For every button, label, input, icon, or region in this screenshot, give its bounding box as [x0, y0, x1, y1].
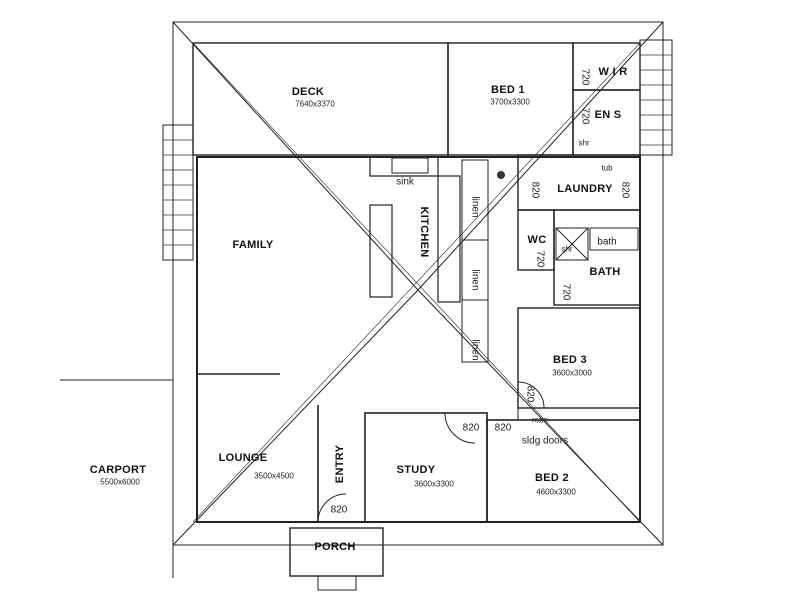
room-bed2-dim: 4600x3300	[536, 487, 576, 497]
kitchen-island	[369, 204, 393, 298]
door-bath-width: 720	[560, 283, 572, 301]
door-study-width: 820	[462, 422, 480, 434]
room-laundry-name: LAUNDRY	[557, 183, 613, 195]
linen-label-3: linen	[469, 339, 481, 361]
room-bed3-dim: 3600x3000	[552, 368, 592, 378]
bed2-walls	[486, 419, 641, 523]
door-entry-width: 820	[330, 504, 348, 516]
left-stairs	[162, 124, 194, 261]
room-lounge-name: LOUNGE	[218, 452, 268, 464]
room-carport-name: CARPORT	[89, 464, 147, 476]
ens-shower-label: shr	[578, 138, 590, 148]
kitchen-side-bench	[437, 175, 461, 303]
bath-tub-label: bath	[597, 236, 617, 248]
shower-cross	[555, 227, 589, 261]
room-bed1-name: BED 1	[491, 84, 525, 96]
entry-door-swing	[317, 493, 347, 523]
study-door-swing	[444, 412, 476, 444]
room-ens-name: EN S	[594, 109, 622, 121]
roof-hip-line	[172, 289, 419, 546]
room-carport-dim: 5500x6000	[100, 477, 140, 487]
right-stairs	[639, 39, 673, 156]
room-deck-dim: 7640x3370	[295, 99, 335, 109]
kitchen-bench	[369, 157, 439, 177]
sliding-doors-label: sldg doors	[521, 435, 569, 447]
linen-cupboard	[461, 299, 489, 363]
porch-step	[317, 575, 357, 591]
room-porch-name: PORCH	[314, 541, 356, 553]
sink-fixture	[391, 157, 429, 174]
shower	[555, 227, 589, 261]
linen-label-2: linen	[469, 269, 481, 291]
roof-hip-line	[192, 42, 641, 523]
room-study-dim: 3600x3300	[414, 479, 454, 489]
door-bed3-width: 820	[524, 385, 536, 403]
room-bath-name: BATH	[589, 266, 621, 278]
door-ens-width: 720	[579, 107, 591, 125]
room-bed1-dim: 3700x3300	[490, 97, 530, 107]
downpipe	[497, 171, 505, 179]
bed3-door-swing	[517, 381, 545, 409]
room-wir-name: W I R	[598, 66, 628, 78]
tub-label: tub	[601, 163, 613, 173]
room-bed3-name: BED 3	[553, 354, 587, 366]
bath-walls	[553, 209, 641, 306]
door-laundry-left-width: 820	[529, 181, 541, 199]
room-wc-name: WC	[527, 234, 547, 246]
room-lounge-dim: 3500x4500	[254, 471, 294, 481]
door-bed2-width: 820	[494, 422, 512, 434]
room-study-name: STUDY	[396, 464, 436, 476]
room-entry-name: ENTRY	[334, 444, 346, 484]
kitchen-sink-label: sink	[396, 176, 414, 188]
door-wc-width: 720	[534, 250, 546, 268]
robe-label: robe	[531, 415, 549, 425]
room-deck-name: DECK	[291, 86, 325, 98]
door-wir-width: 720	[579, 68, 591, 86]
carport-outline	[60, 379, 174, 578]
door-laundry-right-width: 820	[619, 181, 631, 199]
bath-shower-label: shr	[561, 244, 573, 254]
bath-tub	[589, 227, 639, 251]
room-bed2-name: BED 2	[535, 472, 569, 484]
room-kitchen-name: KITCHEN	[418, 206, 430, 258]
linen-label-1: linen	[469, 196, 481, 218]
room-family-name: FAMILY	[232, 239, 274, 251]
